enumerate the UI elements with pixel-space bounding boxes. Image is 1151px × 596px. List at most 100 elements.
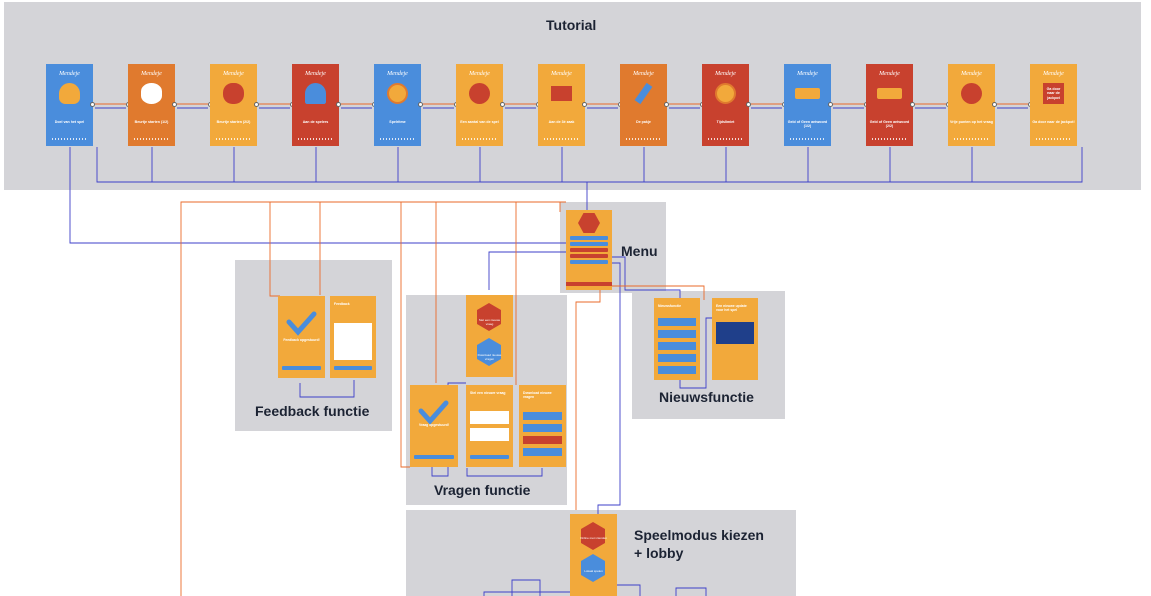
next-arrow-icon[interactable] [582, 102, 587, 107]
news-item[interactable] [658, 354, 696, 362]
tutorial-card-caption: Vrije punten op het vraag [950, 120, 993, 124]
question-send-button[interactable] [470, 455, 509, 459]
jackpot-shape [1043, 83, 1064, 104]
menu-button-questions[interactable] [570, 248, 608, 252]
next-arrow-icon[interactable] [418, 102, 423, 107]
flashlight-icon [630, 80, 657, 107]
progress-dots [134, 138, 169, 140]
menu-title: Menu [621, 243, 658, 259]
answer-input[interactable] [470, 428, 509, 441]
jackpot-icon: Ga door naar de jackpot [1040, 80, 1067, 107]
news-item[interactable] [658, 342, 696, 350]
local-hexagon-icon[interactable] [581, 554, 605, 582]
question-done-title: Vraag opgestuurd! [419, 423, 449, 427]
news-title: Nieuwsfunctie [659, 389, 754, 405]
clock-icon [384, 80, 411, 107]
tutorial-card[interactable]: Mendeje Ga door naar de jackpot Ga door na… [1030, 64, 1077, 146]
next-arrow-icon[interactable] [172, 102, 177, 107]
app-logo: Mendeje [387, 71, 408, 77]
app-logo: Mendeje [305, 71, 326, 77]
tutorial-card-caption: Beurtje starten (2/2) [216, 120, 251, 124]
progress-dots [52, 138, 87, 140]
checkmark-icon [286, 311, 317, 336]
app-logo: Mendeje [469, 71, 490, 77]
gamemode-option-online: Online met vrienden [580, 536, 607, 540]
app-logo: Mendeje [551, 71, 572, 77]
tutorial-card-caption: Een aantal van de spel [460, 120, 499, 124]
card-shape [551, 86, 572, 101]
next-arrow-icon[interactable] [500, 102, 505, 107]
app-logo: Mendeje [1043, 71, 1064, 77]
tutorial-card-caption: Ga door naar de jackpot! [1032, 120, 1075, 124]
feedback-title: Feedback functie [255, 403, 370, 419]
next-arrow-icon[interactable] [828, 102, 833, 107]
money-shape [795, 88, 820, 99]
question-pack-row[interactable] [523, 424, 562, 432]
menu-logo-hexagon [578, 213, 600, 233]
feedback-back-button[interactable] [282, 366, 321, 370]
question-form-screen: Stel een nieuwe vraag [466, 385, 513, 467]
tutorial-card-caption: De pakje [636, 120, 651, 124]
questions-title: Vragen functie [434, 482, 531, 498]
question-pack-row[interactable] [523, 436, 562, 444]
tutorial-card-caption: Spelritme [389, 120, 406, 124]
gamemode-option-local: Lokaal spelen [584, 569, 603, 573]
gamemode-title-line1: Speelmodus kiezen [634, 527, 764, 543]
next-arrow-icon[interactable] [992, 102, 997, 107]
next-arrow-icon[interactable] [336, 102, 341, 107]
app-logo: Mendeje [141, 71, 162, 77]
online-hexagon-icon[interactable] [581, 522, 605, 550]
menu-footer-bar [566, 282, 612, 286]
feedback-send-button[interactable] [334, 366, 372, 370]
progress-dots [872, 138, 907, 140]
trophy-shape [59, 83, 80, 104]
question-back-button[interactable] [414, 455, 454, 459]
news-list-screen: Nieuwsfunctie [654, 298, 700, 380]
question-input[interactable] [470, 411, 509, 424]
app-logo: Mendeje [797, 71, 818, 77]
next-arrow-icon[interactable] [254, 102, 259, 107]
question-pack-row[interactable] [523, 448, 562, 456]
checkmark-icon [418, 400, 449, 425]
progress-dots [708, 138, 743, 140]
lightbulb-hexagon-icon[interactable] [477, 303, 501, 331]
eye-icon [138, 80, 165, 107]
question-pack-row[interactable] [523, 412, 562, 420]
tutorial-title: Tutorial [546, 17, 597, 33]
question-done-screen: Vraag opgestuurd! [410, 385, 458, 467]
feedback-done-screen: Feedback opgestuurd! [278, 296, 325, 378]
download-hexagon-icon[interactable] [477, 338, 501, 366]
news-image [716, 322, 754, 344]
money-icon [794, 80, 821, 107]
progress-dots [544, 138, 579, 140]
next-arrow-icon[interactable] [664, 102, 669, 107]
news-item[interactable] [658, 318, 696, 326]
menu-button-news[interactable] [570, 254, 608, 258]
lips-shape [223, 83, 244, 104]
feedback-textarea[interactable] [334, 323, 372, 360]
menu-screen[interactable] [566, 210, 612, 290]
menu-button-tutorial[interactable] [570, 242, 608, 246]
next-arrow-icon[interactable] [910, 102, 915, 107]
news-item[interactable] [658, 366, 696, 374]
next-arrow-icon[interactable] [90, 102, 95, 107]
app-logo: Mendeje [715, 71, 736, 77]
next-arrow-icon[interactable] [746, 102, 751, 107]
news-item[interactable] [658, 330, 696, 338]
menu-button-play[interactable] [570, 236, 608, 240]
menu-button-feedback[interactable] [570, 260, 608, 264]
gamemode-title-line2: + lobby [634, 545, 684, 561]
